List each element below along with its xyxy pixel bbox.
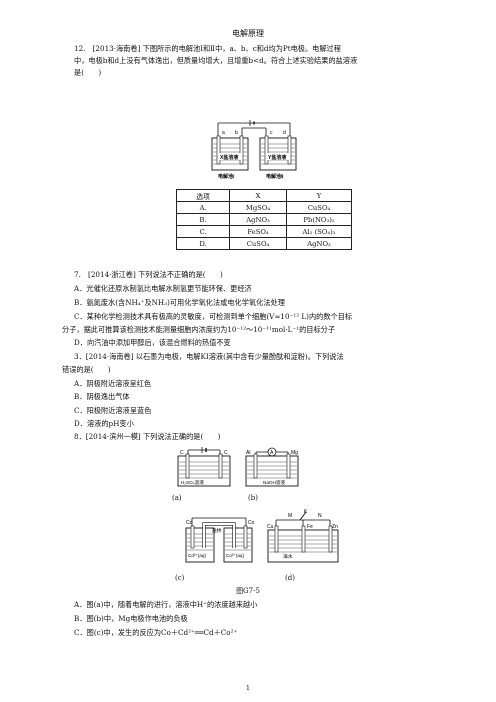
table-cell: CuSO₄ — [286, 201, 352, 214]
fig-d-n-label: N — [318, 513, 322, 519]
table-cell: AgNO₃ — [229, 213, 287, 226]
q3-option-d: D．溶液的pH变小 — [74, 419, 134, 428]
fig-b-mg-label: Mg — [291, 450, 298, 456]
fig-c-co-label: Co — [248, 520, 254, 526]
fig-b-al-label: Al — [246, 450, 250, 456]
q3-option-c: C．阳极附近溶液呈蓝色 — [74, 406, 152, 415]
electrode-a-label: a — [222, 130, 225, 136]
fig-d-seawater-label: 海水 — [283, 553, 293, 560]
ammeter-label: A — [270, 450, 274, 456]
q3-option-a: A．阴极附近溶液呈红色 — [74, 379, 152, 388]
fig-d-k-label: K — [304, 509, 308, 515]
table-header: 选项 — [176, 189, 230, 202]
q8-option-a: A．图(a)中，随着电解的进行，溶液中H⁺的浓度越来越小 — [74, 600, 258, 609]
electrode-c-label: c — [270, 130, 273, 136]
q7-option-d: D．向汽油中添加甲醇后，该混合燃料的热值不变 — [74, 338, 231, 347]
table-row: B. AgNO₃ Pb(NO₃)₂ — [176, 213, 352, 226]
cell-1-label: 电解池Ⅰ — [218, 173, 235, 180]
fig-a-electrode-right-label: C — [224, 450, 228, 456]
fig-c-caption: (c) — [175, 574, 185, 582]
q12-stem-line1: 12. [2013·海南卷] 下图所示的电解池Ⅰ和Ⅱ中，a、b、c和d均为Pt电… — [74, 44, 341, 53]
fig-c-cd-solution-label: Cd²⁺(aq) — [188, 553, 206, 558]
table-cell: CuSO₄ — [229, 237, 287, 250]
fig-a-electrode-left-label: C — [180, 450, 184, 456]
q8-figure-c: Cd Co 盐桥 Cd²⁺(aq) Co²⁺(aq) — [185, 517, 254, 563]
fig-d-m-label: M — [288, 513, 292, 519]
q8-option-b: B．图(b)中，Mg电极作电池的负极 — [74, 614, 188, 623]
table-cell: Pb(NO₃)₂ — [286, 213, 352, 226]
fig-d-zn-label: Zn — [332, 524, 338, 530]
fig-c-co-solution-label: Co²⁺(aq) — [226, 553, 244, 558]
q7-option-b: B．氨氮废水(含NH₄⁺及NH₃)可用化学氧化法或电化学氧化法处理 — [74, 298, 285, 307]
x-solution-label: X盐溶液 — [220, 154, 239, 161]
q7-option-a: A．光催化还原水制氢比电解水制氢更节能环保、更经济 — [74, 284, 252, 293]
fig-d-fe-label: Fe — [307, 524, 313, 530]
electrode-d-label: d — [283, 130, 286, 136]
q7-option-c-line1: C．某种化学检测技术具有极高的灵敏度，可检测到单个细胞(V≈10⁻¹² L)内的… — [74, 312, 353, 321]
cell-2-label: 电解池Ⅱ — [266, 173, 284, 180]
y-solution-label: Y盐溶液 — [268, 154, 287, 161]
table-header: X — [229, 189, 287, 202]
q8-stem: 8．[2014·滨州一模] 下列说法正确的是( ) — [74, 432, 221, 441]
q8-option-c: C．图(c)中，发生的反应为Co＋Cd²⁺══Cd＋Co²⁺ — [74, 628, 238, 637]
q3-option-b: B．阴极逸出气体 — [74, 392, 130, 401]
q7-option-c-line2: 分子，据此可推算该检测技术能测量细胞内浓度约为10⁻¹²～10⁻¹¹mol·L⁻… — [62, 325, 336, 334]
q8-figure-a: C C H₂SO₄溶液 — [177, 447, 231, 487]
figure-title: 图G7-5 — [236, 587, 260, 595]
table-cell: AgNO₃ — [286, 237, 352, 250]
table-row: C. FeSO₄ Al₂ (SO₄)₃ — [176, 225, 352, 238]
q7-stem: 7. [2014·浙江卷] 下列说法不正确的是( ) — [74, 270, 223, 279]
fig-c-cd-label: Cd — [186, 520, 193, 526]
table-cell: D. — [176, 237, 230, 250]
page-title: 电解原理 — [232, 29, 264, 38]
fig-d-cu-label: Cu — [267, 524, 274, 530]
table-cell: B. — [176, 213, 230, 226]
q12-stem-line3: 是( ) — [74, 68, 102, 77]
electrode-b-label: b — [235, 130, 238, 136]
table-cell: FeSO₄ — [229, 225, 287, 238]
table-cell: C. — [176, 225, 230, 238]
table-row: A. MgSO₄ CuSO₄ — [176, 201, 352, 214]
page-number: 1 — [245, 684, 251, 692]
fig-a-solution-label: H₂SO₄溶液 — [181, 479, 204, 486]
table-header: Y — [286, 189, 352, 202]
q3-stem-line2: 错误的是( ) — [62, 365, 111, 374]
fig-d-caption: (d) — [285, 574, 295, 582]
table-cell: A. — [176, 201, 230, 214]
q12-stem-line2: 中，电极b和d上没有气体逸出，但质量均增大，且增重b<d。符合上述实验结果的盐溶… — [74, 56, 358, 65]
q12-electrolysis-figure: a b c d X盐溶液 Y盐溶液 电解池Ⅰ 电解池Ⅱ — [211, 120, 297, 180]
table-cell: MgSO₄ — [229, 201, 287, 214]
fig-b-caption: (b) — [248, 494, 258, 502]
table-row: D. CuSO₄ AgNO₃ — [176, 237, 352, 250]
fig-a-caption: (a) — [172, 494, 182, 502]
table-cell: Al₂ (SO₄)₃ — [286, 225, 352, 238]
q12-options-table: 选项 X Y A. MgSO₄ CuSO₄ B. AgNO₃ Pb(NO₃)₂ … — [176, 189, 352, 250]
table-header-row: 选项 X Y — [176, 189, 352, 202]
salt-bridge-label: 盐桥 — [212, 527, 222, 534]
q3-stem-line1: 3．[2014·海南卷] 以石墨为电极，电解KI溶液(其中含有少量酚酞和淀粉)。… — [74, 352, 344, 361]
fig-b-solution-label: NaOH溶液 — [263, 479, 285, 486]
q8-figure-d: M K N Cu Fe Zn 海水 — [267, 509, 339, 563]
q8-figure-b: A Al Mg NaOH溶液 — [245, 447, 299, 487]
